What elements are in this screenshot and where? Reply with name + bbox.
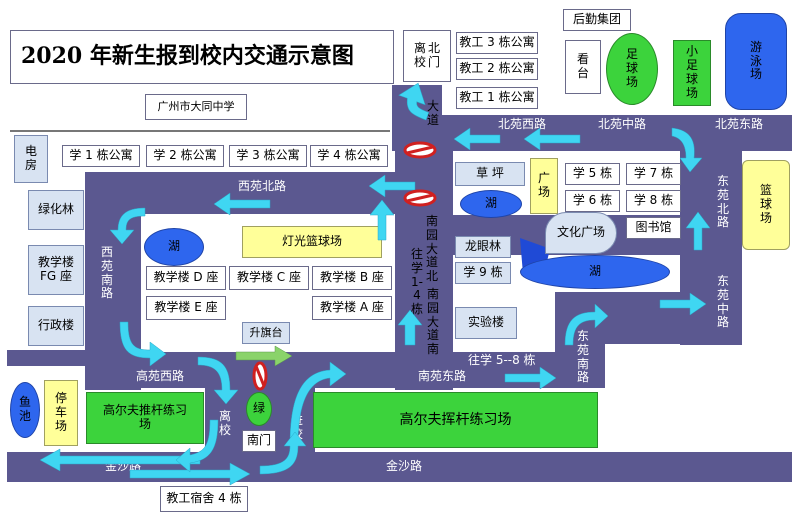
road-label-to-stu-5-8: 往学 5--8 栋: [468, 353, 536, 367]
campus-top-line: [10, 130, 390, 132]
admin-building: 行政楼: [28, 306, 84, 346]
road-label-xiyuan-north: 西苑北路: [238, 179, 287, 193]
teaching-a: 教学楼 A 座: [312, 296, 392, 320]
student-apt-4: 学 4 栋公寓: [310, 145, 388, 167]
lake-west: 湖: [144, 228, 204, 266]
lake-east-large: 湖: [520, 255, 670, 289]
culture-plaza: 文化广场: [545, 212, 617, 254]
arrow-east-south: [564, 303, 609, 346]
arrow-east-top: [671, 127, 703, 173]
road-label-beiyuan-west: 北苑西路: [498, 117, 547, 131]
no-entry-sign-3: [252, 361, 268, 391]
staff-apt-2: 教工 2 栋公寓: [456, 58, 538, 80]
no-entry-sign-2: [403, 189, 437, 207]
stand: 看台: [565, 40, 601, 94]
staff-apt-1: 教工 1 栋公寓: [456, 87, 538, 109]
road-label-to-stu-1-4: 往学 1-4 栋: [410, 247, 423, 317]
page-title-text: 2020 年新生报到校内交通示意图: [21, 43, 354, 70]
road-label-leave-school: 离校: [218, 409, 231, 437]
staff-dorm-4: 教工宿舍 4 栋: [160, 486, 248, 512]
student-apt-1: 学 1 栋公寓: [62, 145, 140, 167]
plaza: 广场: [530, 158, 558, 214]
logistics: 后勤集团: [563, 9, 631, 31]
golf-putting-range: 高尔夫推杆练习场: [86, 392, 204, 444]
lake-east-small: 湖: [460, 190, 522, 218]
arrow-west-left: [213, 192, 271, 216]
arrow-center-left-1: [368, 174, 416, 198]
road-label-da-dao: 大道: [426, 99, 439, 127]
road-label-gaoyuan-west: 高苑西路: [136, 369, 185, 383]
lawn: 草 坪: [455, 162, 525, 186]
arrow-enter-up: [289, 361, 347, 446]
arrow-gate-down: [197, 356, 239, 405]
stu-5: 学 5 栋: [565, 163, 620, 185]
teaching-e: 教学楼 E 座: [146, 296, 226, 320]
arrow-north-2: [453, 127, 501, 151]
arrow-enter-right: [259, 431, 307, 475]
lit-basketball-court: 灯光篮球场: [242, 226, 382, 258]
parking-lot: 停车场: [44, 380, 78, 446]
road-label-beiyuan-east: 北苑东路: [715, 117, 764, 131]
arrow-north-1: [523, 127, 581, 151]
stu-7: 学 7 栋: [626, 163, 681, 185]
longan-grove: 龙眼林: [455, 236, 511, 258]
student-apt-3: 学 3 栋公寓: [229, 145, 307, 167]
arrow-center-up-2: [369, 199, 395, 241]
arrow-south-east: [504, 366, 557, 390]
staff-apt-3: 教工 3 栋公寓: [456, 32, 538, 54]
stu-6: 学 6 栋: [565, 190, 620, 212]
road-label-nanyuan-east: 南苑东路: [418, 369, 467, 383]
north-gate-label: 离校 北门: [403, 30, 451, 82]
library: 图书馆: [626, 217, 681, 239]
power-room: 电房: [14, 135, 48, 183]
road-label-avenue-north: 南园大道北: [425, 214, 438, 284]
no-entry-sign-1: [403, 141, 437, 159]
road-center-vertical: [395, 115, 453, 390]
green-small: 绿: [246, 392, 272, 426]
arrow-east-up-1: [685, 211, 711, 251]
arrow-west-corner: [109, 207, 146, 245]
arrow-center-up-1: [397, 309, 423, 346]
road-label-avenue-south: 南园大道南: [426, 287, 439, 357]
arrow-jinsha-right: [129, 462, 251, 486]
road-left-bar: [7, 350, 85, 366]
gz-school: 广州市大同中学: [145, 94, 247, 120]
teaching-fg: 教学楼 FG 座: [28, 245, 84, 295]
arrow-west-bottom: [119, 321, 167, 367]
flag-platform: 升旗台: [242, 322, 290, 344]
teaching-b: 教学楼 B 座: [312, 266, 392, 290]
road-label-xiyuan-south: 西苑南路: [100, 245, 113, 301]
greenwood: 绿化林: [28, 190, 84, 230]
road-label-beiyuan-mid: 北苑中路: [598, 117, 647, 131]
student-apt-2: 学 2 栋公寓: [146, 145, 224, 167]
basketball-court: 篮球场: [742, 160, 790, 250]
arrow-leave-down: [175, 419, 219, 473]
arrow-north-exit: [398, 82, 430, 121]
road-label-dongyuan-south: 东苑南路: [576, 329, 589, 385]
road-label-dongyuan-north: 东苑北路: [716, 174, 729, 230]
page-title: 2020 年新生报到校内交通示意图: [10, 30, 394, 84]
swimming-pool: 游泳场: [725, 13, 787, 110]
fish-pond: 鱼池: [10, 382, 40, 438]
lab-building: 实验楼: [455, 307, 517, 339]
south-gate: 南门: [242, 430, 276, 452]
road-label-dongyuan-mid: 东苑中路: [716, 274, 729, 330]
arrow-east-up-2: [659, 292, 707, 316]
teaching-d: 教学楼 D 座: [146, 266, 226, 290]
stu-9: 学 9 栋: [455, 262, 511, 284]
stu-8: 学 8 栋: [626, 190, 681, 212]
small-football-field: 小足球场: [673, 40, 711, 106]
football-field: 足球场: [606, 33, 658, 105]
road-label-jinsha-right: 金沙路: [386, 459, 423, 473]
arrow-green-east: [235, 345, 293, 367]
arrow-jinsha-left: [39, 448, 201, 472]
teaching-c: 教学楼 C 座: [229, 266, 309, 290]
golf-swing-range: 高尔夫挥杆练习场: [313, 392, 598, 448]
